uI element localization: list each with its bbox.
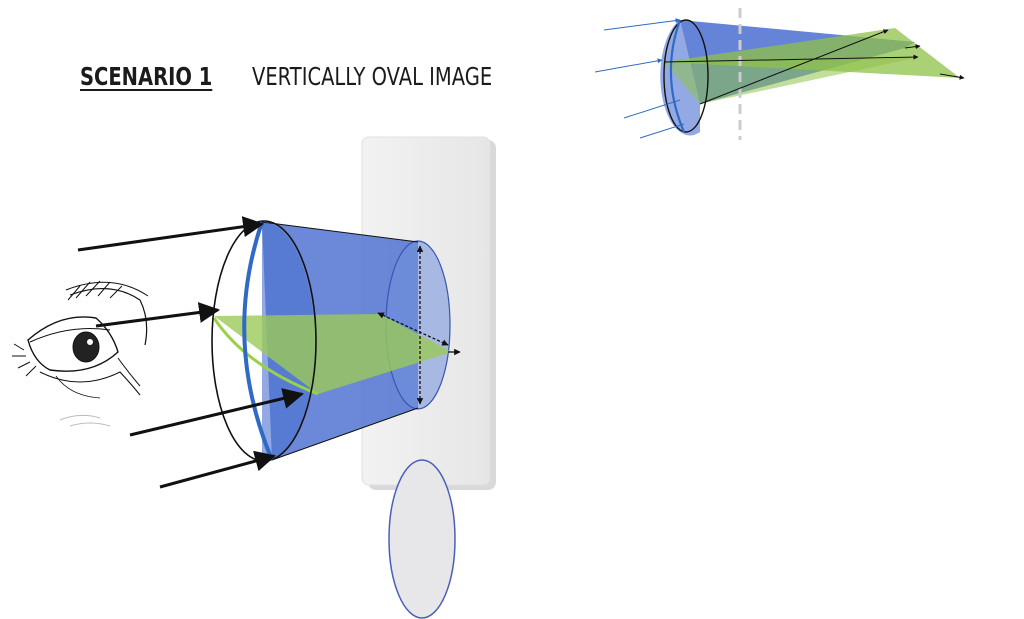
- image-dimension-arrows: [377, 245, 461, 405]
- ray-arrow: [159, 450, 277, 489]
- scenario-title: VERTICALLY OVAL IMAGE: [251, 62, 492, 91]
- incoming-rays: [77, 216, 305, 489]
- ray-arrow: [129, 388, 305, 437]
- eye-illustration: [12, 280, 149, 427]
- title-row: SCENARIO 1 VERTICALLY OVAL IMAGE: [80, 62, 560, 91]
- oval-image: [388, 459, 456, 619]
- inset-diagram: [594, 8, 965, 140]
- ray-arrow: [95, 302, 221, 328]
- ray-arrow: [77, 216, 265, 252]
- scenario-label: SCENARIO 1: [80, 62, 213, 91]
